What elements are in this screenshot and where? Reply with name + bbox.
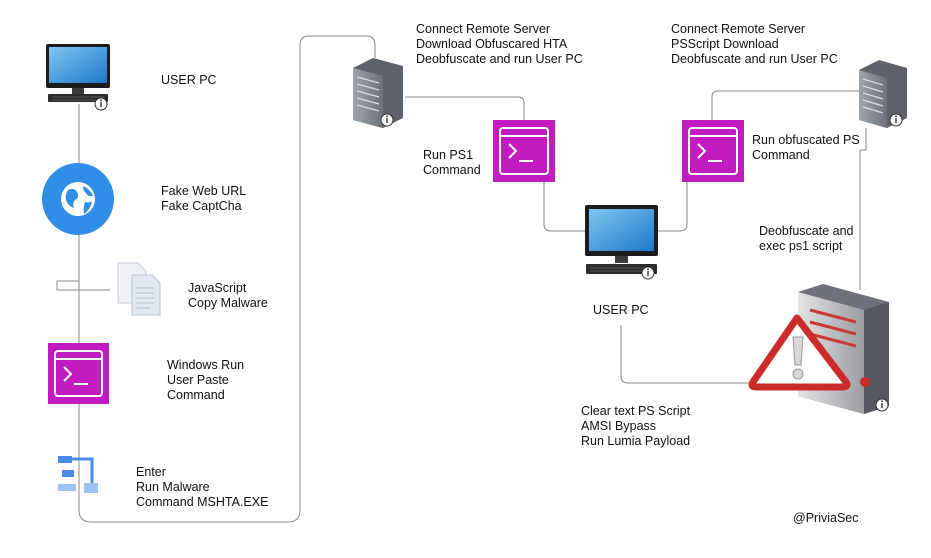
label-fake-web: Fake Web URL Fake CaptCha <box>161 184 247 213</box>
info-icon <box>380 113 394 127</box>
label-run-ps1: Run PS1 Command <box>423 148 481 177</box>
label-server1: Connect Remote Server Download Obfuscare… <box>416 22 583 66</box>
globe-icon <box>42 163 114 235</box>
label-user-pc-center: USER PC <box>593 303 649 317</box>
connectors <box>56 35 867 523</box>
terminal-icon <box>48 343 109 404</box>
label-deobfuscate: Deobfuscate and exec ps1 script <box>759 224 854 253</box>
flow-icon <box>58 456 98 493</box>
terminal-icon <box>493 120 555 182</box>
info-icon <box>875 398 889 412</box>
info-icon <box>94 97 108 111</box>
info-icon <box>889 113 903 127</box>
monitor-icon <box>46 44 110 102</box>
connector-pc-obf <box>658 182 688 232</box>
connector-ps1-pc <box>543 182 585 232</box>
connector-left-vertical <box>78 35 376 523</box>
label-enter: Enter Run Malware Command MSHTA.EXE <box>136 465 269 509</box>
label-windows-run: Windows Run User Paste Command <box>167 358 245 402</box>
connector-obf-server2 <box>711 90 862 120</box>
label-clear-text: Clear text PS Script AMSI Bypass Run Lum… <box>581 404 691 448</box>
warning-icon <box>748 314 851 391</box>
monitor-icon <box>585 205 658 274</box>
connector-js <box>56 280 110 291</box>
info-icon <box>641 266 655 280</box>
document-icon <box>117 262 161 316</box>
label-javascript: JavaScript Copy Malware <box>188 281 268 310</box>
connector-server1-ps1 <box>405 96 525 120</box>
credit-text: @PriviaSec <box>793 511 859 525</box>
terminal-icon <box>682 120 744 182</box>
connector-pc-warning <box>620 325 755 384</box>
label-server2: Connect Remote Server PSScript Download … <box>671 22 838 66</box>
server-icon <box>859 60 907 128</box>
connector-server2-down <box>859 128 867 290</box>
label-run-obfuscated: Run obfuscated PS Command <box>752 133 860 162</box>
label-user-pc-left: USER PC <box>161 73 217 87</box>
server-icon <box>353 58 403 128</box>
